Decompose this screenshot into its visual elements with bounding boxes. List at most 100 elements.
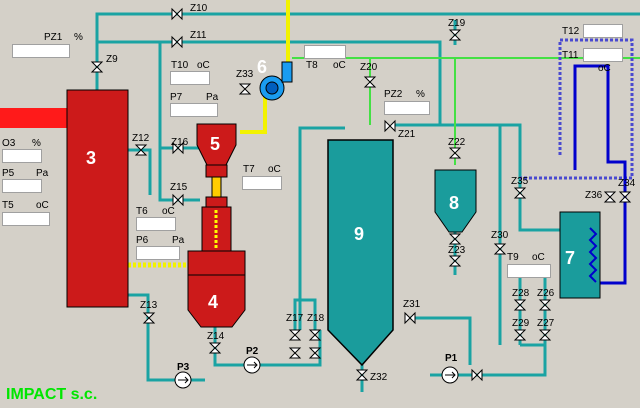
sensor-p7-label: P7 — [170, 92, 183, 103]
unit-9-vessel — [327, 139, 394, 367]
o3-readout[interactable] — [2, 149, 42, 163]
unit-temperature: oC — [36, 200, 49, 211]
valve-z31-label: Z31 — [403, 299, 421, 310]
unit-4-label: 4 — [208, 292, 219, 312]
valve-z13-label: Z13 — [140, 300, 158, 311]
pump-p1-label: P1 — [445, 353, 458, 364]
valve-z12-label: Z12 — [132, 133, 150, 144]
unit-7-coil — [588, 227, 598, 283]
t5-readout[interactable] — [2, 212, 50, 226]
unit-percent: % — [74, 32, 83, 43]
pump-p3-label: P3 — [177, 362, 190, 373]
unit-5-neck — [205, 164, 228, 178]
valve-z18b — [308, 347, 322, 359]
valve-z10 — [171, 7, 183, 21]
valve-z19 — [448, 29, 462, 41]
feed-bar — [0, 108, 68, 128]
valve-z14-label: Z14 — [207, 331, 225, 342]
pipe-z15-line — [125, 40, 200, 202]
pipe-z26-z29 — [518, 270, 547, 345]
valve-z35 — [513, 187, 527, 199]
pump-p3-arrow — [178, 376, 189, 384]
valve-z30-label: Z30 — [491, 230, 509, 241]
valve-z29 — [513, 329, 527, 341]
sensor-t9-label: T9 — [507, 252, 519, 263]
valve-z32-label: Z32 — [370, 372, 388, 383]
pz2-readout[interactable] — [384, 101, 430, 115]
valve-z18a — [308, 329, 322, 341]
pump-p2-label: P2 — [246, 346, 259, 357]
pump-symbols — [174, 356, 459, 389]
t6-readout[interactable] — [136, 217, 176, 231]
t9-readout[interactable] — [507, 264, 551, 278]
valve-z22 — [448, 147, 462, 159]
pipe-z14-line — [213, 325, 322, 367]
valve-z20-label: Z20 — [360, 62, 378, 73]
p5-readout[interactable] — [2, 179, 42, 193]
air-lines — [240, 0, 290, 134]
valve-z9 — [90, 61, 104, 73]
pipe-z17-z18 — [293, 298, 317, 330]
air-to-5 — [240, 85, 267, 134]
valve-symbols — [90, 7, 632, 382]
valve-z15 — [172, 193, 184, 207]
t10-readout[interactable] — [170, 71, 210, 85]
valve-z33 — [238, 83, 252, 95]
unit-temperature: oC — [333, 60, 346, 71]
sensor-pz2-label: PZ2 — [384, 89, 403, 100]
gas-lines — [292, 57, 640, 165]
pump-p1-arrow — [445, 371, 456, 379]
unit-pressure: Pa — [36, 168, 49, 179]
unit-4-vessel — [187, 250, 246, 328]
valve-z12 — [134, 144, 148, 156]
sensor-t8-label: T8 — [306, 60, 318, 71]
t12-readout[interactable] — [583, 24, 623, 38]
valve-z33-label: Z33 — [236, 69, 254, 80]
valve-z17-label: Z17 — [286, 313, 304, 324]
valve-z14 — [208, 342, 222, 354]
valve-z27-label: Z27 — [537, 318, 555, 329]
unit-percent: % — [32, 138, 41, 149]
pipe-to-9 — [298, 126, 345, 330]
pump-p2-arrow — [247, 361, 258, 369]
valve-z10-label: Z10 — [190, 3, 208, 14]
valve-z28-label: Z28 — [512, 288, 530, 299]
unit-5-neck-lower — [205, 196, 228, 208]
valve-z26-label: Z26 — [537, 288, 555, 299]
sensor-p6-label: P6 — [136, 235, 149, 246]
unit-4-riser — [201, 206, 232, 252]
check-valve-p1 — [471, 368, 483, 382]
unit-5-heater — [211, 176, 222, 198]
valve-z34-label: Z34 — [618, 178, 636, 189]
valve-z35-label: Z35 — [511, 176, 529, 187]
valve-z28 — [513, 299, 527, 311]
unit-temperature: oC — [598, 63, 611, 74]
valve-z9-label: Z9 — [106, 54, 118, 65]
valve-z21-label: Z21 — [398, 129, 416, 140]
valve-z19-label: Z19 — [448, 18, 466, 29]
valve-z34 — [618, 191, 632, 203]
valve-z36 — [603, 191, 617, 203]
t8-readout[interactable] — [304, 45, 346, 59]
p6-readout[interactable] — [136, 246, 180, 260]
unit-5-label: 5 — [210, 134, 221, 154]
valve-z13 — [142, 312, 156, 324]
p7-readout[interactable] — [170, 103, 218, 117]
t7-readout[interactable] — [242, 176, 282, 190]
valve-z16-label: Z16 — [171, 137, 189, 148]
valve-z17b — [288, 347, 302, 359]
valve-z21 — [384, 119, 396, 133]
pipe-bottom-right — [500, 343, 547, 377]
valve-z27 — [538, 329, 552, 341]
sensor-pz1-label: PZ1 — [44, 32, 63, 43]
valve-z20 — [363, 76, 377, 88]
pz1-readout[interactable] — [12, 44, 70, 58]
valve-z11-label: Z11 — [190, 30, 207, 41]
sensor-p5-label: P5 — [2, 168, 15, 179]
valve-z23-label: Z23 — [448, 245, 466, 256]
t11-readout[interactable] — [583, 48, 623, 62]
unit-temperature: oC — [532, 252, 545, 263]
sensor-o3-label: O3 — [2, 138, 16, 149]
unit-temperature: oC — [162, 206, 175, 217]
